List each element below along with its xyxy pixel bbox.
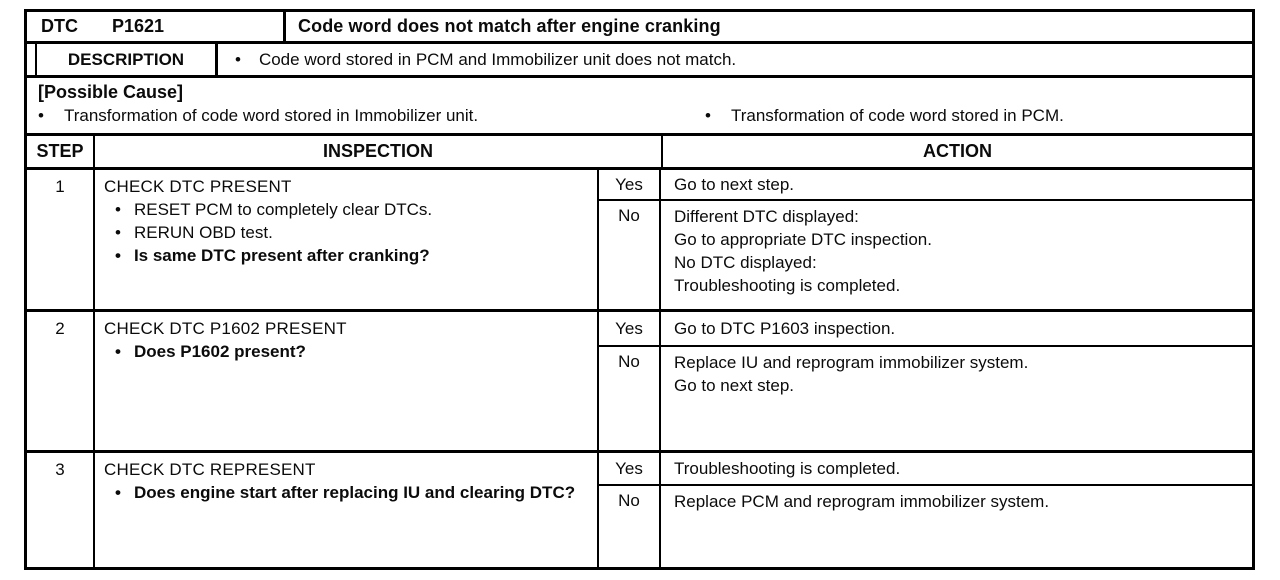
action-line: Go to DTC P1603 inspection. [674,319,896,338]
inspection-item-text: RESET PCM to completely clear DTCs. [133,200,433,219]
yes-branch: Yes Go to next step. [599,170,1252,201]
bullet-icon: • [115,246,121,265]
action-line: Go to appropriate DTC inspection. [674,230,932,249]
result-action-cell: Yes Troubleshooting is completed. No Rep… [599,453,1252,567]
inspection-item-text: Does engine start after replacing IU and… [133,483,576,502]
no-label: No [599,486,661,567]
dtc-fault-title: Code word does not match after engine cr… [298,16,721,36]
action-cell: Go to DTC P1603 inspection. [661,312,1252,345]
result-action-cell: Yes Go to next step. No Different DTC di… [599,170,1252,309]
bullet-icon: • [38,106,44,125]
inspection-title: CHECK DTC P1602 PRESENT [104,319,347,338]
table-row-step-2: 2 CHECK DTC P1602 PRESENT • Does P1602 p… [27,312,1252,453]
yes-label: Yes [599,170,661,199]
inspection-cell: CHECK DTC PRESENT • RESET PCM to complet… [95,170,599,309]
action-cell: Replace PCM and reprogram immobilizer sy… [661,486,1252,567]
dtc-header-row: DTC P1621 Code word does not match after… [27,12,1252,44]
no-label: No [599,201,661,309]
bullet-icon: • [705,106,711,125]
yes-branch: Yes Troubleshooting is completed. [599,453,1252,486]
possible-cause-text: Transformation of code word stored in Im… [63,106,479,125]
dtc-code-cell: DTC P1621 [27,12,286,41]
result-action-cell: Yes Go to DTC P1603 inspection. No Repla… [599,312,1252,450]
description-label: DESCRIPTION [35,44,218,75]
action-cell: Replace IU and reprogram immobilizer sys… [661,347,1252,450]
step-column-header: STEP [27,136,95,167]
action-line: No DTC displayed: [674,253,817,272]
inspection-item-text: Is same DTC present after cranking? [133,246,430,265]
possible-cause-row: [Possible Cause] • Transformation of cod… [27,78,1252,136]
action-column-header: ACTION [923,141,992,161]
inspection-column-header: INSPECTION [95,136,663,167]
possible-cause-text: Transformation of code word stored in PC… [730,106,1064,125]
bullet-icon: • [115,483,121,502]
no-label: No [599,347,661,450]
bullet-icon: • [115,342,121,361]
bullet-icon: • [115,200,121,219]
action-line: Go to next step. [674,376,795,395]
action-line: Replace PCM and reprogram immobilizer sy… [674,492,1050,511]
no-branch: No Replace PCM and reprogram immobilizer… [599,486,1252,567]
inspection-item: • Does P1602 present? [115,340,589,363]
inspection-title: CHECK DTC REPRESENT [104,460,316,479]
dtc-troubleshooting-table: DTC P1621 Code word does not match after… [24,9,1255,570]
description-text-cell: • Code word stored in PCM and Immobilize… [218,44,1252,75]
possible-cause-list: • Transformation of code word stored in … [38,106,1252,126]
action-cell: Troubleshooting is completed. [661,453,1252,484]
action-cell: Different DTC displayed: Go to appropria… [661,201,1252,309]
bullet-icon: • [115,223,121,242]
possible-cause-heading: [Possible Cause] [38,82,184,102]
dtc-code: P1621 [112,16,165,36]
dtc-label: DTC [41,16,78,36]
action-line: Different DTC displayed: [674,207,859,226]
action-line: Replace IU and reprogram immobilizer sys… [674,353,1029,372]
yes-label: Yes [599,453,661,484]
no-branch: No Replace IU and reprogram immobilizer … [599,347,1252,450]
action-line: Go to next step. [674,175,795,194]
inspection-item-text: Does P1602 present? [133,342,306,361]
table-row-step-3: 3 CHECK DTC REPRESENT • Does engine star… [27,453,1252,567]
possible-cause-item: • Transformation of code word stored in … [38,106,705,126]
step-number: 3 [27,453,95,567]
action-line: Troubleshooting is completed. [674,459,901,478]
step-number: 2 [27,312,95,450]
action-cell: Go to next step. [661,170,1252,199]
table-row-step-1: 1 CHECK DTC PRESENT • RESET PCM to compl… [27,170,1252,312]
description-row: DESCRIPTION • Code word stored in PCM an… [27,44,1252,78]
inspection-item: • RERUN OBD test. [115,221,589,244]
inspection-cell: CHECK DTC REPRESENT • Does engine start … [95,453,599,567]
table-header-row: STEP INSPECTION ACTION [27,136,1252,170]
step-number: 1 [27,170,95,309]
inspection-item: • RESET PCM to completely clear DTCs. [115,198,589,221]
yes-label: Yes [599,312,661,345]
possible-cause-item: • Transformation of code word stored in … [705,106,1064,126]
action-line: Troubleshooting is completed. [674,276,901,295]
inspection-title: CHECK DTC PRESENT [104,177,292,196]
inspection-item: • Does engine start after replacing IU a… [115,481,589,504]
inspection-cell: CHECK DTC P1602 PRESENT • Does P1602 pre… [95,312,599,450]
inspection-item-text: RERUN OBD test. [133,223,273,242]
inspection-item: • Is same DTC present after cranking? [115,244,589,267]
description-text: Code word stored in PCM and Immobilizer … [258,49,737,69]
yes-branch: Yes Go to DTC P1603 inspection. [599,312,1252,347]
no-branch: No Different DTC displayed: Go to approp… [599,201,1252,309]
bullet-icon: • [235,49,241,69]
